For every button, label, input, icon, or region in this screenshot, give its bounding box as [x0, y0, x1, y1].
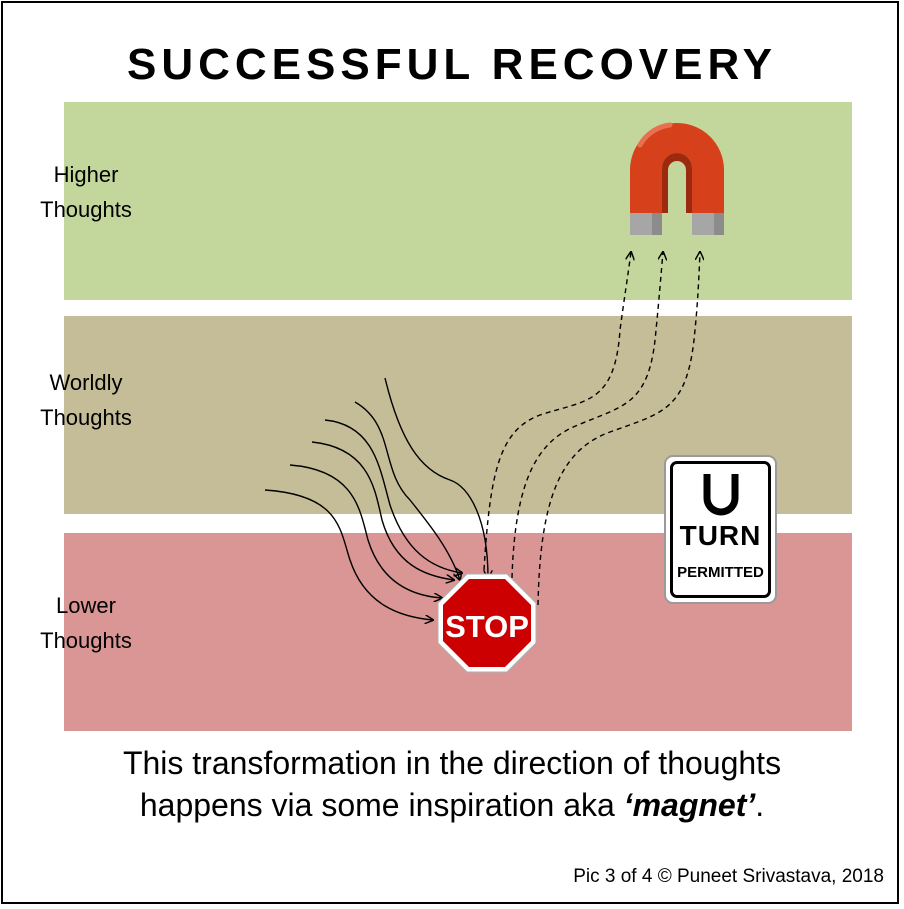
caption-line1: This transformation in the direction of … — [122, 745, 782, 781]
u-turn-sign-panel: TURN PERMITTED — [670, 461, 771, 598]
higher-thoughts-label: Higher Thoughts — [0, 157, 172, 227]
stop-sign-text: STOP — [445, 609, 529, 644]
credit-line: Pic 3 of 4 © Puneet Srivastava, 2018 — [573, 866, 884, 887]
u-turn-sign-word: TURN — [679, 520, 762, 551]
arrow-icon — [324, 419, 462, 573]
lower-thoughts-label: Lower Thoughts — [0, 588, 172, 658]
magnet-icon — [630, 122, 724, 235]
arrow-icon — [537, 252, 700, 606]
page-title: SUCCESSFUL RECOVERY — [127, 40, 777, 89]
lower-label-line1: Lower — [56, 593, 116, 618]
arrow-icon — [289, 464, 442, 598]
u-turn-sign-icon: TURN PERMITTED — [664, 455, 777, 604]
arrow-icon — [384, 377, 488, 578]
worldly-thoughts-label: Worldly Thoughts — [0, 365, 172, 435]
higher-label-line2: Thoughts — [40, 197, 132, 222]
caption-line2-suffix: . — [755, 787, 765, 823]
worldly-label-line1: Worldly — [49, 370, 123, 395]
worldly-label-line2: Thoughts — [40, 405, 132, 430]
arrow-icon — [511, 252, 663, 579]
higher-label-line1: Higher — [53, 162, 119, 187]
arrow-icon — [483, 252, 631, 571]
u-turn-arrow-icon — [703, 474, 739, 516]
lower-label-line2: Thoughts — [40, 628, 132, 653]
caption-line2-prefix: happens via some inspiration aka — [139, 787, 624, 823]
arrow-icon — [311, 441, 454, 580]
arrow-icon — [354, 401, 460, 580]
arrow-icon — [264, 489, 433, 620]
incoming-thought-arrows — [264, 377, 488, 620]
outgoing-thought-arrows — [483, 252, 700, 606]
caption-emphasis: ‘magnet’ — [623, 787, 756, 823]
u-turn-sign-permitted: PERMITTED — [677, 564, 764, 581]
stop-sign-icon: STOP — [437, 573, 537, 673]
caption: This transformation in the direction of … — [0, 742, 904, 826]
